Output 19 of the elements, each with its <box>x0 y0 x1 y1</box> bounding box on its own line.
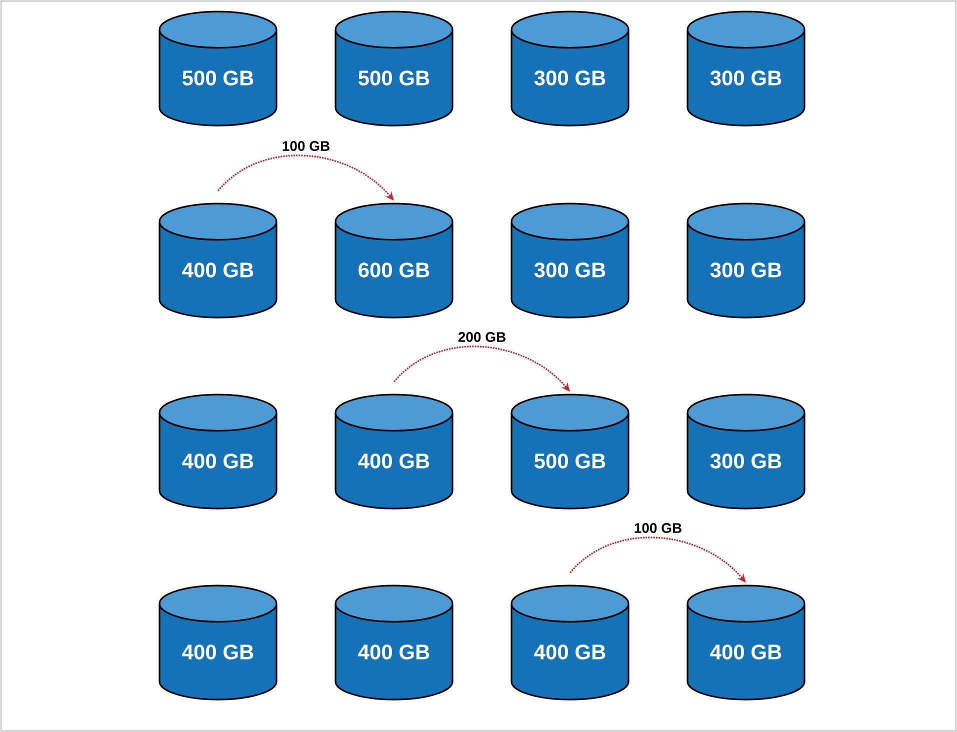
disk-cylinder: 400 GB <box>334 584 454 700</box>
disk-cylinder: 400 GB <box>158 394 278 510</box>
disk-cylinder: 500 GB <box>510 394 630 510</box>
disk-cylinder: 500 GB <box>334 10 454 126</box>
edge-label: 100 GB <box>282 141 330 151</box>
disk-cylinder: 300 GB <box>686 10 806 126</box>
edge-label: 100 GB <box>634 523 682 533</box>
disk-cylinder: 400 GB <box>686 584 806 700</box>
disk-cylinder: 300 GB <box>510 202 630 318</box>
disk-cylinder: 300 GB <box>510 10 630 126</box>
disk-cylinder: 600 GB <box>334 202 454 318</box>
disk-cylinder: 300 GB <box>686 202 806 318</box>
disk-cylinder: 300 GB <box>686 394 806 510</box>
disk-cylinder: 400 GB <box>510 584 630 700</box>
disk-cylinder: 400 GB <box>158 202 278 318</box>
disk-cylinder: 500 GB <box>158 10 278 126</box>
edge-label: 200 GB <box>458 332 506 342</box>
disk-cylinder: 400 GB <box>158 584 278 700</box>
disk-cylinder: 400 GB <box>334 394 454 510</box>
